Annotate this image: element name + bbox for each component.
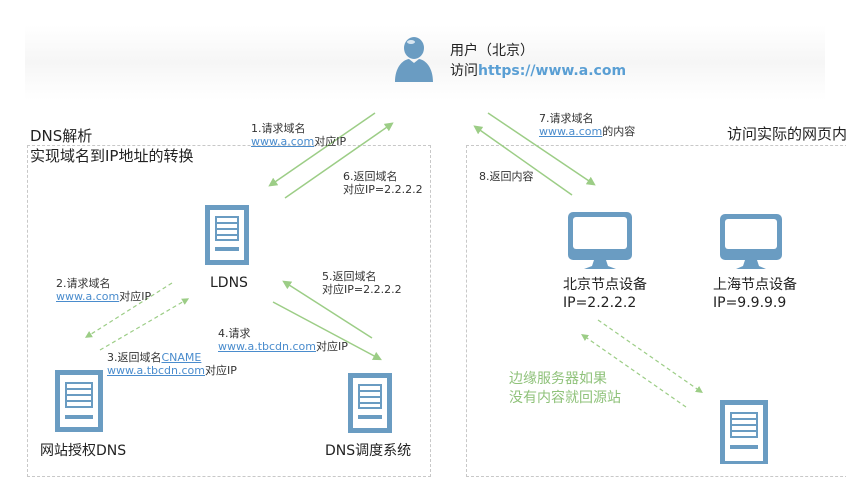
step7-suffix: 的内容 — [602, 125, 636, 138]
step8-label: 8.返回内容 — [479, 170, 534, 183]
beijing-node-name: 北京节点设备 — [563, 277, 647, 293]
step4-title: 4.请求 — [218, 327, 251, 340]
auth-dns-label: 网站授权DNS — [40, 443, 127, 459]
shanghai-monitor-icon — [720, 214, 782, 269]
auth-dns-server-icon — [55, 370, 103, 432]
origin-note-line1: 边缘服务器如果 — [509, 371, 607, 387]
arrow-step7 — [487, 112, 596, 186]
step4-suffix: 对应IP — [316, 340, 348, 353]
step5-ip: 对应IP=2.2.2.2 — [322, 283, 402, 296]
user-icon — [395, 37, 433, 82]
step6-label: 6.返回域名 对应IP=2.2.2.2 — [343, 170, 423, 196]
beijing-node-ip: IP=2.2.2.2 — [563, 295, 637, 311]
content-section-title: 访问实际的网页内 — [727, 125, 846, 143]
step7-label: 7.请求域名 www.a.com的内容 — [539, 112, 635, 138]
step2-title: 2.请求域名 — [56, 277, 111, 290]
step2-label: 2.请求域名 www.a.com对应IP — [56, 277, 151, 303]
arrow-step8 — [473, 125, 573, 196]
step1-title: 1.请求域名 — [251, 122, 306, 135]
origin-note-line2: 没有内容就回源站 — [509, 390, 621, 406]
arrow-step5 — [282, 280, 373, 339]
user-title: 用户（北京） — [450, 43, 534, 59]
arrow-step3 — [99, 298, 190, 351]
dns-section-title-line1: DNS解析 — [30, 127, 93, 145]
step7-title: 7.请求域名 — [539, 112, 594, 125]
dns-scheduler-label: DNS调度系统 — [325, 443, 412, 459]
step3-cname[interactable]: CNAME — [161, 351, 202, 364]
user-visit-line: 访问https://www.a.com — [450, 61, 626, 81]
step3-prefix: 3.返回域名 — [107, 351, 162, 364]
arrow-origin-request — [597, 319, 703, 394]
user-url[interactable]: https://www.a.com — [478, 63, 627, 79]
ldns-label: LDNS — [210, 275, 248, 291]
step5-label: 5.返回域名 对应IP=2.2.2.2 — [322, 270, 402, 296]
arrow-step1 — [268, 112, 376, 187]
step2-link[interactable]: www.a.com — [56, 290, 120, 303]
step6-title: 6.返回域名 — [343, 170, 398, 183]
step1-link[interactable]: www.a.com — [251, 135, 315, 148]
shanghai-node-ip: IP=9.9.9.9 — [713, 295, 787, 311]
ldns-server-icon — [205, 205, 249, 265]
step5-title: 5.返回域名 — [322, 270, 377, 283]
step3-label: 3.返回域名CNAME www.a.tbcdn.com对应IP — [107, 351, 237, 377]
step6-ip: 对应IP=2.2.2.2 — [343, 183, 423, 196]
dns-scheduler-server-icon — [348, 373, 392, 433]
user-visit-prefix: 访问 — [450, 63, 478, 79]
arrow-step4 — [272, 301, 382, 361]
step3-link[interactable]: www.a.tbcdn.com — [107, 364, 206, 377]
step4-label: 4.请求 www.a.tbcdn.com对应IP — [218, 327, 348, 353]
step1-suffix: 对应IP — [314, 135, 347, 148]
step7-link[interactable]: www.a.com — [539, 125, 603, 138]
beijing-monitor-icon — [568, 212, 632, 269]
step4-link[interactable]: www.a.tbcdn.com — [218, 340, 317, 353]
shanghai-node-name: 上海节点设备 — [713, 277, 797, 293]
step2-suffix: 对应IP — [119, 290, 152, 303]
step3-suffix: 对应IP — [205, 364, 237, 377]
arrow-step6 — [284, 122, 394, 199]
diagram-canvas — [55, 37, 782, 464]
arrow-step2 — [84, 282, 173, 338]
origin-server-icon — [720, 400, 768, 464]
step1-label: 1.请求域名 www.a.com对应IP — [251, 122, 346, 148]
dns-section-title-line2: 实现域名到IP地址的转换 — [30, 147, 194, 165]
